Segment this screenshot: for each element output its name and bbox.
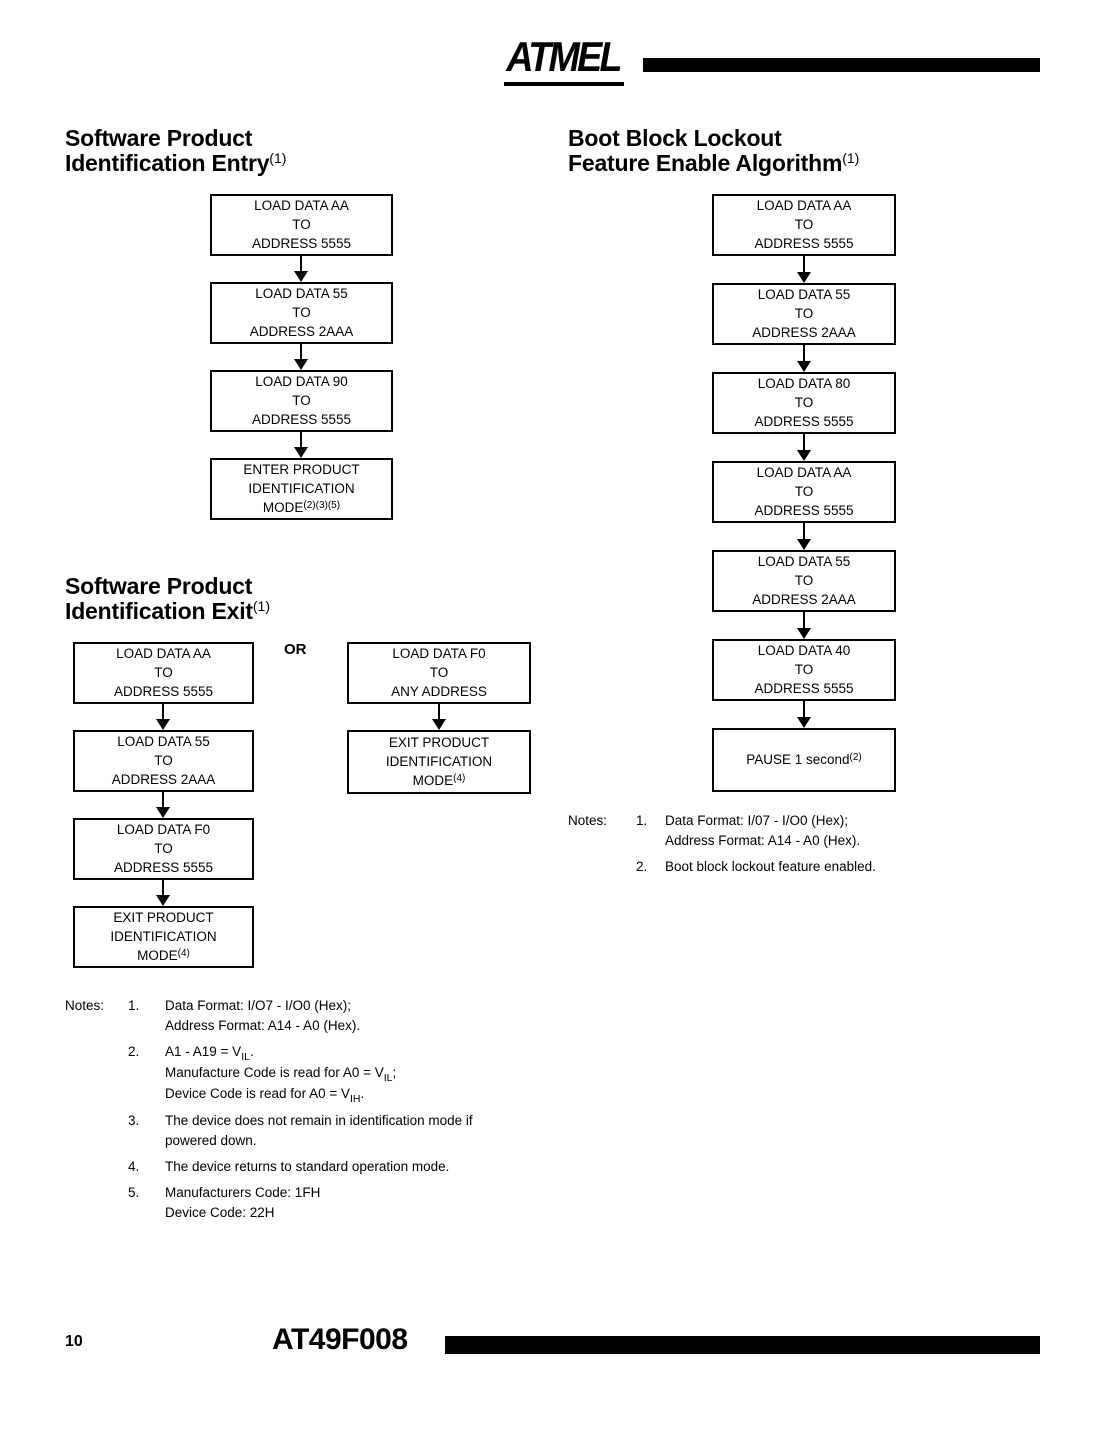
note-item: Notes: 1. Data Format: I/O7 - I/O0 (Hex)…: [65, 998, 361, 1033]
note-item: 3. The device does not remain in identif…: [128, 1113, 473, 1148]
notes-right: Notes: 1. Data Format: I/07 - I/O0 (Hex)…: [568, 811, 1048, 883]
footnote-ref: (1): [842, 150, 860, 166]
flow-arrow: [797, 521, 811, 550]
flow-arrow: [156, 878, 170, 906]
flow-arrow: [797, 343, 811, 372]
footer-page-number: 10: [65, 1333, 83, 1350]
section-title-exit-line1: Software Product: [65, 573, 253, 599]
section-title-boot: Boot Block Lockout Feature Enable Algori…: [568, 126, 859, 179]
flow-arrow: [294, 430, 308, 458]
note-item: 2. A1 - A19 = VIL. Manufacture Code is r…: [128, 1044, 397, 1105]
flow-arrow: [294, 342, 308, 370]
flow-box-exit-left-4: EXIT PRODUCT IDENTIFICATION MODE(4): [73, 906, 254, 968]
flow-box-boot-1: LOAD DATA AA TO ADDRESS 5555: [712, 194, 896, 256]
flow-arrow: [797, 432, 811, 461]
note-item: 2. Boot block lockout feature enabled.: [636, 859, 876, 874]
flow-box-exit-left-3: LOAD DATA F0 TO ADDRESS 5555: [73, 818, 254, 880]
flow-box-boot-3: LOAD DATA 80 TO ADDRESS 5555: [712, 372, 896, 434]
atmel-logo-text: ATMEL: [503, 33, 625, 80]
section-title-exit-line2: Identification Exit(1): [65, 598, 271, 624]
flow-box-exit-left-2: LOAD DATA 55 TO ADDRESS 2AAA: [73, 730, 254, 792]
flow-box-exit-left-1: LOAD DATA AA TO ADDRESS 5555: [73, 642, 254, 704]
flow-box-exit-right-2: EXIT PRODUCT IDENTIFICATION MODE(4): [347, 730, 531, 794]
section-title-boot-line2: Feature Enable Algorithm(1): [568, 150, 860, 176]
footnote-ref: (1): [269, 150, 287, 166]
note-item: 4. The device returns to standard operat…: [128, 1159, 450, 1174]
or-label: OR: [284, 641, 307, 658]
section-title-entry-line1: Software Product: [65, 125, 253, 151]
flow-arrow: [797, 254, 811, 283]
note-item: 5. Manufacturers Code: 1FH Device Code: …: [128, 1185, 321, 1220]
footer-doc-title: AT49F008: [272, 1323, 408, 1356]
footer-rule: [445, 1336, 1040, 1354]
flow-arrow: [156, 790, 170, 818]
flow-arrow: [294, 254, 308, 282]
flow-box-boot-5: LOAD DATA 55 TO ADDRESS 2AAA: [712, 550, 896, 612]
flow-box-entry-2: LOAD DATA 55 TO ADDRESS 2AAA: [210, 282, 393, 344]
note-item: Notes: 1. Data Format: I/07 - I/O0 (Hex)…: [568, 813, 861, 848]
flow-box-boot-2: LOAD DATA 55 TO ADDRESS 2AAA: [712, 283, 896, 345]
flow-arrow: [797, 610, 811, 639]
section-title-boot-line1: Boot Block Lockout: [568, 125, 782, 151]
flow-arrow: [156, 702, 170, 730]
section-title-entry: Software Product Identification Entry(1): [65, 126, 286, 179]
footnote-ref: (1): [252, 598, 271, 614]
flow-box-entry-1: LOAD DATA AA TO ADDRESS 5555: [210, 194, 393, 256]
section-title-entry-line2: Identification Entry(1): [65, 150, 287, 176]
notes-left: Notes: 1. Data Format: I/O7 - I/O0 (Hex)…: [65, 996, 565, 1229]
flow-box-boot-4: LOAD DATA AA TO ADDRESS 5555: [712, 461, 896, 523]
flow-box-entry-4: ENTER PRODUCT IDENTIFICATION MODE(2)(3)(…: [210, 458, 393, 520]
header-rule: [643, 58, 1040, 72]
flow-box-entry-3: LOAD DATA 90 TO ADDRESS 5555: [210, 370, 393, 432]
flow-arrow: [797, 699, 811, 728]
section-title-exit: Software Product Identification Exit(1): [65, 574, 270, 627]
atmel-logo: ATMEL: [503, 33, 629, 88]
flow-box-exit-right-1: LOAD DATA F0 TO ANY ADDRESS: [347, 642, 531, 704]
flow-arrow: [432, 702, 446, 730]
flow-box-boot-7: PAUSE 1 second(2): [712, 728, 896, 792]
atmel-logo-underline: [504, 82, 624, 86]
flow-box-boot-6: LOAD DATA 40 TO ADDRESS 5555: [712, 639, 896, 701]
